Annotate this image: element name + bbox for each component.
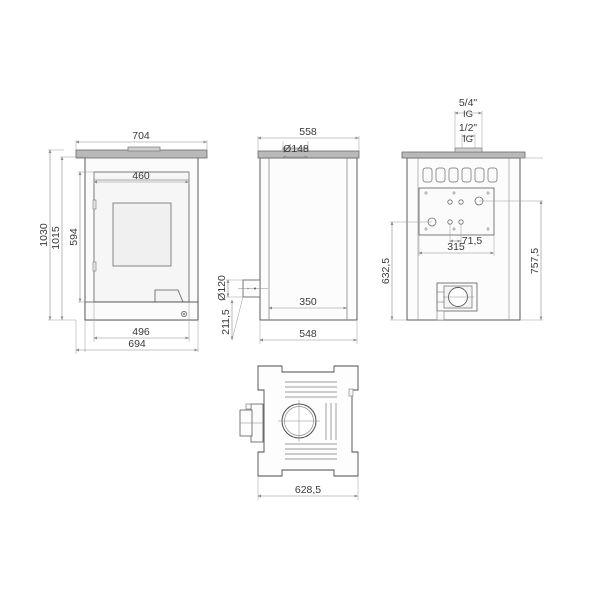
dim-label-thread-54-type: IG bbox=[463, 109, 473, 120]
side-flue-collar bbox=[282, 147, 309, 152]
rear-vent-slot-group bbox=[422, 167, 498, 183]
dim-label-496: 496 bbox=[132, 326, 150, 338]
top-rib-group-lower bbox=[285, 443, 337, 460]
rear-port-small bbox=[458, 199, 464, 205]
top-intake-tab bbox=[245, 403, 252, 410]
side-top-plate bbox=[257, 150, 360, 159]
side-port-center bbox=[254, 287, 256, 290]
rear-vent-slot bbox=[461, 167, 472, 183]
dim-label-632-5: 632,5 bbox=[380, 258, 392, 284]
rear-port-small bbox=[447, 219, 453, 225]
dim-label-thread-12: 1/2" bbox=[459, 122, 478, 134]
dim-label-694: 694 bbox=[128, 338, 146, 350]
front-hinge-upper bbox=[92, 199, 97, 210]
dim-label-350: 350 bbox=[299, 296, 317, 308]
dim-label-thread-12-type: IG bbox=[463, 134, 473, 145]
top-right-tab bbox=[348, 388, 354, 397]
rear-vent-slot bbox=[448, 167, 459, 183]
dim-label-211-5: 211,5 bbox=[220, 309, 232, 335]
rear-top-collar bbox=[454, 147, 483, 153]
rear-port-small bbox=[447, 199, 453, 205]
dim-label-628-5: 628,5 bbox=[295, 484, 321, 496]
dim-label-71-5: 71,5 bbox=[462, 235, 483, 247]
dim-label-460: 460 bbox=[132, 170, 150, 182]
dim-label-1030: 1030 bbox=[38, 223, 50, 247]
front-knob-center bbox=[183, 313, 185, 315]
dim-label-dia148: Ø148 bbox=[283, 143, 309, 155]
rear-view: 5/4" IG 1/2" IG 71,5 315 632,5 757,5 bbox=[380, 97, 543, 321]
dim-label-548: 548 bbox=[299, 328, 317, 340]
top-rib-group-upper bbox=[285, 381, 337, 398]
dim-label-558: 558 bbox=[299, 126, 317, 138]
top-rib-group-right bbox=[325, 403, 337, 440]
front-door-handle bbox=[154, 289, 184, 303]
dim-label-594: 594 bbox=[68, 228, 80, 246]
rear-vent-slot bbox=[422, 167, 433, 183]
rear-top-plate bbox=[401, 151, 526, 159]
dim-label-704: 704 bbox=[132, 130, 150, 142]
rear-plate-fixing-crosses bbox=[424, 191, 490, 231]
side-port-mark bbox=[247, 287, 249, 290]
rear-plate-small-holes bbox=[447, 199, 464, 225]
front-flue-collar bbox=[127, 146, 161, 152]
front-plinth bbox=[84, 301, 199, 321]
front-view: 704 460 496 694 1030 1015 594 bbox=[38, 130, 208, 354]
rear-connection-plate bbox=[418, 187, 495, 236]
rear-port-small bbox=[458, 219, 464, 225]
front-hinge-lower bbox=[92, 261, 97, 272]
dim-label-1015: 1015 bbox=[50, 226, 62, 250]
side-view: 558 Ø148 350 548 Ø120 211,5 bbox=[216, 126, 360, 344]
rear-vent-slot bbox=[474, 167, 485, 183]
rear-vent-slot bbox=[487, 167, 498, 183]
dim-label-315: 315 bbox=[447, 241, 465, 253]
side-body-outline bbox=[259, 157, 358, 321]
dim-label-thread-54: 5/4" bbox=[459, 97, 478, 109]
dim-label-757-5: 757,5 bbox=[529, 248, 541, 274]
rear-vent-slot bbox=[435, 167, 446, 183]
front-door-glass bbox=[112, 202, 172, 267]
dim-label-dia120: Ø120 bbox=[216, 275, 228, 301]
top-view: 628,5 bbox=[239, 365, 359, 500]
